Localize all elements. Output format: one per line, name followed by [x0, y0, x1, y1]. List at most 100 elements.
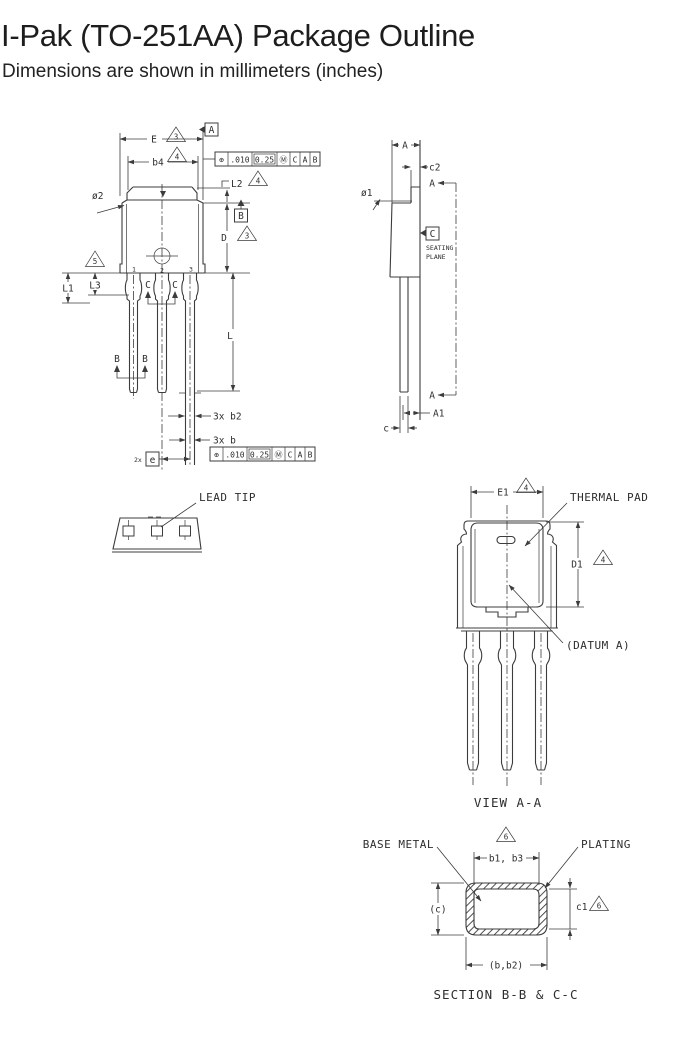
- svg-text:c2: c2: [429, 163, 440, 174]
- datum-flag-C-seating: C SEATING PLANE: [420, 226, 453, 261]
- front-leads: [124, 273, 201, 467]
- side-body: [389, 202, 420, 278]
- dim-label-3xb: 3x b: [213, 436, 236, 447]
- svg-text:(DATUM A): (DATUM A): [566, 639, 630, 652]
- pitch-prefix: 2x: [134, 456, 142, 464]
- section-label-c-left: C: [145, 280, 151, 291]
- dim-E1: E1 4: [470, 477, 544, 518]
- note-triangle-6-top: 6: [495, 826, 517, 842]
- fcf-modifier: Ⓜ: [280, 156, 288, 165]
- dim-label-D: D: [221, 233, 227, 244]
- svg-text:B: B: [313, 156, 318, 165]
- side-lead: [399, 277, 409, 393]
- svg-text:.010: .010: [225, 451, 244, 460]
- svg-text:B: B: [238, 211, 244, 222]
- dim-label-L2: L2: [231, 179, 242, 190]
- svg-text:c: c: [383, 424, 389, 435]
- dim-L2: L2 4: [197, 170, 269, 202]
- svg-text:3: 3: [174, 133, 179, 142]
- svg-text:PLATING: PLATING: [581, 838, 631, 851]
- fcf-tol-mm: 0.25: [255, 156, 274, 165]
- svg-text:C: C: [430, 229, 436, 240]
- svg-text:5: 5: [93, 257, 98, 266]
- lead-tip-2: [151, 525, 163, 537]
- datum-a-callout: (DATUM A): [508, 584, 630, 652]
- dim-label-dia2: ø2: [92, 191, 103, 202]
- pin-number-1: 1: [132, 266, 136, 274]
- note-triangle-3-E: [165, 126, 187, 142]
- mold-index-mark: [160, 191, 166, 197]
- mounting-slot: [496, 535, 516, 545]
- svg-text:B: B: [308, 451, 313, 460]
- section-cut-B: B B: [114, 354, 148, 379]
- note-triangle-5: 5: [84, 250, 106, 267]
- note-triangle-4-L2: [247, 170, 269, 186]
- dim-c1: c1 6: [549, 878, 610, 940]
- dim-label-L3: L3: [89, 281, 100, 292]
- dim-c-side: c: [383, 396, 417, 435]
- tab-edge: [410, 186, 420, 203]
- section-line-A-A: A A: [429, 179, 457, 402]
- base-metal-callout: BASE METAL: [363, 838, 482, 902]
- dim-b1-b3: b1, b3: [473, 852, 540, 885]
- seating-plane-label-1: SEATING: [426, 244, 453, 252]
- dim-label-E: E: [151, 135, 157, 146]
- svg-text:A: A: [298, 451, 303, 460]
- dim-label-L1: L1: [62, 284, 74, 295]
- section-cut-C: C C: [145, 280, 178, 305]
- side-view: A c2 ø1 A A: [361, 139, 457, 435]
- lead-tip-3: [179, 525, 191, 537]
- svg-text:Ⓜ: Ⓜ: [275, 451, 283, 460]
- note-triangle-4-D1: [592, 549, 614, 565]
- dim-E: E 3 A: [119, 122, 219, 200]
- dim-L1-L3: L1 L3: [59, 272, 129, 304]
- note-triangle-4-E1: [515, 477, 537, 493]
- svg-text:b1, b3: b1, b3: [489, 854, 523, 865]
- dim-label-L: L: [227, 331, 233, 342]
- datum-flag-B: B: [203, 199, 250, 223]
- svg-text:(b,b2): (b,b2): [489, 961, 523, 972]
- section-label-b-left: B: [114, 354, 120, 365]
- section-label-A-bottom: A: [429, 391, 435, 402]
- section-label-A-top: A: [429, 179, 435, 190]
- dim-dia2: ø2: [92, 191, 125, 214]
- dim-c2: c2: [402, 163, 440, 187]
- base-metal-core: [473, 888, 540, 930]
- pin-number-3: 3: [189, 266, 193, 274]
- section-label-c-right: C: [172, 280, 178, 291]
- dim-pitch-e: 2x e: [134, 451, 191, 467]
- feature-control-frame-top: ⊕ .010 0.25 Ⓜ C A B: [214, 151, 321, 167]
- plating-band: [466, 883, 547, 935]
- svg-text:C: C: [293, 156, 298, 165]
- svg-text:4: 4: [601, 556, 606, 565]
- front-package-body: 1 2 3: [119, 184, 206, 470]
- view-a-a: E1 4 THERMAL PAD D1 4 (DATUM A) VIEW A-A: [456, 477, 648, 810]
- svg-text:3: 3: [245, 232, 250, 241]
- dim-label-b4: b4: [152, 158, 164, 169]
- svg-text:A: A: [303, 156, 308, 165]
- svg-text:c1: c1: [576, 902, 588, 913]
- lead-tip-detail: LEAD TIP: [112, 491, 256, 553]
- svg-text:ø1: ø1: [361, 188, 373, 199]
- fcf-position-symbol: ⊕: [219, 156, 224, 165]
- dim-L: L: [197, 272, 250, 392]
- svg-text:A: A: [402, 141, 408, 152]
- svg-text:THERMAL PAD: THERMAL PAD: [570, 491, 648, 504]
- dim-D1: D1 4: [546, 521, 614, 608]
- svg-text:C: C: [288, 451, 293, 460]
- svg-text:A1: A1: [433, 409, 445, 420]
- lead-tip-1: [122, 525, 135, 537]
- view-aa-leads: [463, 631, 551, 785]
- dim-A1: A1: [402, 405, 445, 420]
- dim-b4: b4 4: [127, 146, 215, 190]
- dim-3xb2: 3x b2: [168, 412, 242, 423]
- lead-tip-label: LEAD TIP: [199, 491, 256, 504]
- dim-label-3xb2: 3x b2: [213, 412, 242, 423]
- svg-text:E1: E1: [497, 488, 509, 499]
- datum-flag-A: [204, 122, 219, 137]
- svg-text:(c): (c): [429, 905, 446, 916]
- svg-text:0.25: 0.25: [250, 451, 269, 460]
- svg-text:D1: D1: [571, 560, 583, 571]
- svg-text:4: 4: [256, 177, 261, 186]
